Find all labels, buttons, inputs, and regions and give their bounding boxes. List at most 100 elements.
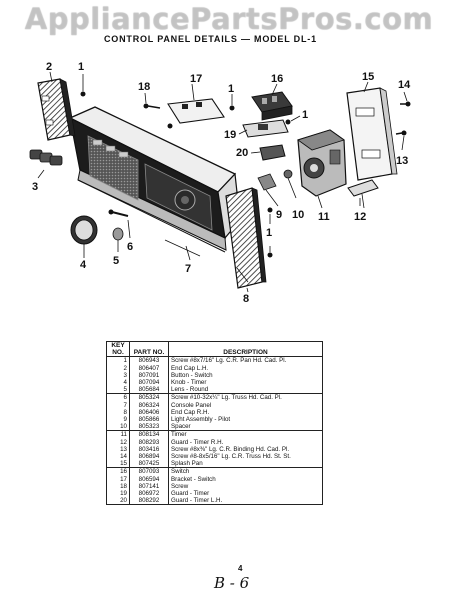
callout-1c: 1 (302, 109, 308, 121)
callout-1d: 1 (266, 227, 272, 239)
callout-3: 3 (32, 181, 38, 193)
screw-14 (400, 91, 411, 107)
row-part-no: 807091 (129, 371, 169, 380)
row-description: Button - Switch (168, 371, 323, 380)
row-description: Switch (168, 467, 323, 476)
spacer (283, 169, 297, 199)
callout-16: 16 (271, 73, 283, 85)
timer-knob (70, 215, 98, 258)
row-description: Guard - Timer L.H. (168, 497, 323, 506)
callout-1b: 1 (228, 83, 234, 95)
row-key-no: 7 (106, 401, 130, 409)
page-code: B - 6 (214, 574, 250, 592)
row-part-no: 808292 (129, 497, 169, 506)
row-part-no: 806594 (129, 475, 169, 483)
row-key-no: 5 (106, 386, 130, 394)
row-description: Screw #10-32x¼" Lg. Truss Hd. Cad. Pl. (168, 393, 323, 402)
row-description: Screw #8x⅜" Lg. C.R. Binding Hd. Cad. Pl… (168, 445, 323, 454)
callout-18: 18 (138, 81, 150, 93)
callout-20: 20 (236, 147, 248, 159)
callout-labels: 1 2 3 4 5 6 7 8 9 10 11 12 13 14 15 16 1… (32, 61, 411, 305)
splash-pan (346, 87, 398, 181)
callout-6: 6 (127, 241, 133, 253)
screw-1d (267, 207, 273, 224)
row-part-no: 807141 (129, 482, 169, 491)
header-key-no: KEY NO. (106, 340, 130, 358)
row-part-no: 808134 (129, 430, 169, 439)
watermark: AppliancePartsPros.com (24, 2, 434, 36)
row-part-no: 805866 (129, 416, 169, 424)
row-key-no: 15 (106, 460, 130, 468)
bracket-switch (167, 83, 225, 124)
row-key-no: 17 (106, 475, 130, 483)
screw-18 (143, 92, 161, 109)
callout-13: 13 (396, 155, 408, 167)
callout-8: 8 (243, 293, 249, 305)
row-part-no: 805323 (129, 423, 169, 431)
row-description: Guard - Timer R.H. (168, 438, 323, 446)
row-description: Light Assembly - Pilot (168, 416, 323, 424)
screw-13 (395, 130, 407, 151)
row-part-no: 803416 (129, 445, 169, 454)
row-description: Bracket - Switch (168, 475, 323, 483)
exploded-view-drawing: 1 2 3 4 5 6 7 8 9 10 11 12 13 14 15 16 1… (29, 61, 411, 305)
callout-1a: 1 (78, 61, 84, 73)
callout-7: 7 (185, 263, 191, 275)
row-key-no: 12 (106, 438, 130, 446)
light-assembly-pilot (257, 173, 279, 207)
row-key-no: 1 (106, 356, 130, 365)
callout-17: 17 (190, 73, 202, 85)
row-description: Timer (168, 430, 323, 439)
row-key-no: 2 (106, 364, 130, 372)
row-key-no: 11 (106, 430, 130, 439)
row-part-no: 806324 (129, 401, 169, 409)
row-key-no: 16 (106, 467, 130, 476)
row-part-no: 805684 (129, 386, 169, 394)
row-part-no: 806407 (129, 364, 169, 372)
row-key-no: 3 (106, 371, 130, 380)
header-part-no: PART NO. (129, 340, 169, 358)
row-part-no: 806894 (129, 453, 169, 461)
switch (251, 91, 293, 121)
header-description: DESCRIPTION (168, 340, 323, 358)
row-key-no: 6 (106, 393, 130, 402)
console-panel (68, 106, 241, 257)
row-description: Splash Pan (168, 460, 323, 468)
row-part-no: 808293 (129, 438, 169, 446)
row-description: End Cap R.H. (168, 408, 323, 417)
lens-round (112, 227, 124, 252)
row-key-no: 19 (106, 490, 130, 498)
screw-1c (285, 115, 301, 125)
row-description: Screw #8-8x5/16" Lg. C.R. Truss Hd. St. … (168, 453, 323, 461)
end-cap-rh (225, 187, 267, 289)
diagram-title: CONTROL PANEL DETAILS — MODEL DL-1 (104, 34, 317, 44)
callout-4: 4 (80, 259, 87, 271)
callout-14: 14 (398, 79, 411, 91)
screw-panel (167, 123, 173, 129)
timer (297, 129, 347, 197)
row-part-no: 805324 (129, 393, 169, 402)
row-description: Lens - Round (168, 386, 323, 394)
row-description: End Cap L.H. (168, 364, 323, 372)
row-description: Screw #8x7/16" Lg. C.R. Pan Hd. Cad. Pl. (168, 356, 323, 365)
screw-1a (80, 74, 86, 97)
row-key-no: 18 (106, 482, 130, 491)
row-description: Spacer (168, 423, 323, 431)
